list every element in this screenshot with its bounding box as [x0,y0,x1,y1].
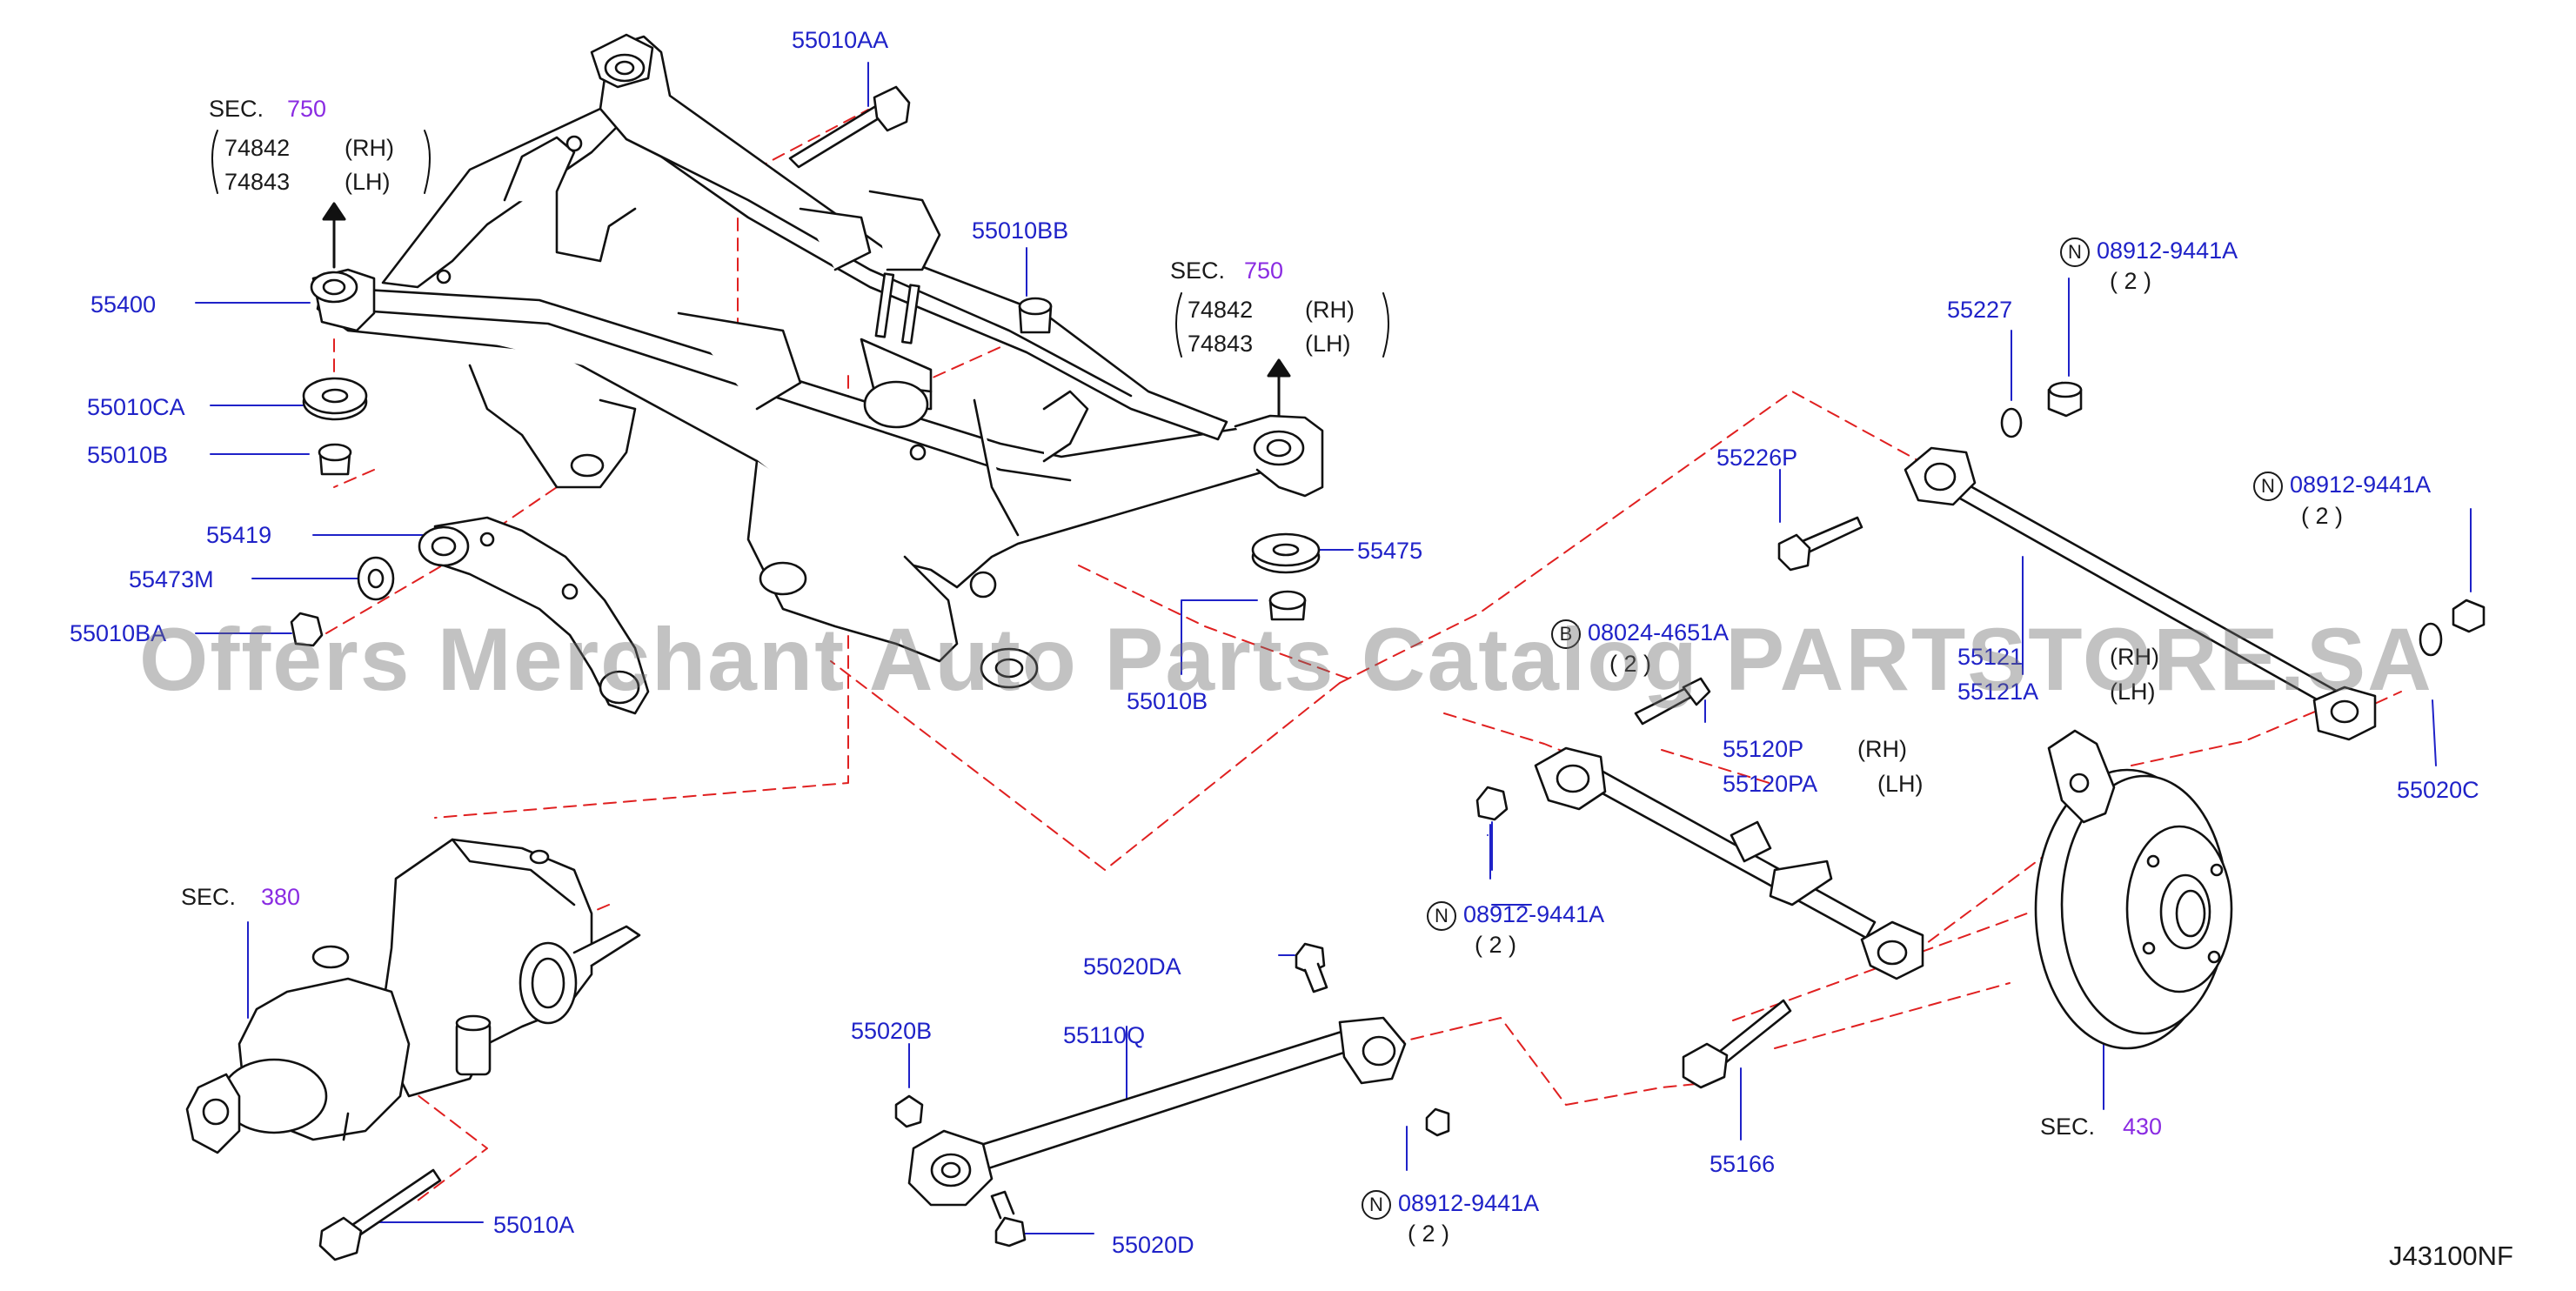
nut-label-3: N 08912-9441A [1427,901,1604,931]
section-750-right-part-rh: 74842 [1188,297,1254,323]
nut-qty-4: ( 2 ) [1408,1221,1450,1247]
part-55120PA[interactable]: 55120PA [1723,771,1818,797]
part-55010B-right[interactable]: 55010B [1127,688,1208,714]
section-750-left-part-rh: 74842 [224,135,291,161]
part-55010B[interactable]: 55010B [87,442,169,468]
section-750-left-part-lh: 74843 [224,169,291,195]
right-washers [1020,298,1319,619]
part-55010BA[interactable]: 55010BA [70,620,167,646]
part-55120P-side: (RH) [1857,736,1907,762]
part-55227[interactable]: 55227 [1947,297,2013,323]
part-55473M[interactable]: 55473M [129,566,214,592]
part-55010BB[interactable]: 55010BB [972,217,1069,244]
bolt-label-b: B 08024-4651A [1551,619,1729,649]
section-380-prefix: SEC. [181,884,237,910]
left-washers [291,378,393,646]
bracket-55419 [419,518,648,713]
watermark: Offers Merchant Auto Parts Catalog PARTS… [139,610,2433,709]
section-750-left-prefix: SEC. [209,96,264,122]
part-55020C[interactable]: 55020C [2397,777,2479,803]
part-55020DA[interactable]: 55020DA [1083,953,1181,980]
part-55010A[interactable]: 55010A [493,1212,575,1238]
subframe-studs [876,274,920,344]
bolt-55226P [1779,518,1862,570]
part-55010CA[interactable]: 55010CA [87,394,185,420]
small-bolts-55020 [896,944,1449,1246]
circle-n-icon: N [2253,472,2283,501]
part-55475[interactable]: 55475 [1357,538,1423,564]
nut-qty-3: ( 2 ) [1475,932,1517,958]
part-08912-9441A-3[interactable]: 08912-9441A [1463,901,1605,928]
link-55121 [1905,448,2375,739]
nut-qty-1: ( 2 ) [2110,268,2152,294]
part-55166[interactable]: 55166 [1710,1151,1776,1177]
nuts-mid [1477,679,1710,819]
bolt-qty-b: ( 2 ) [1609,651,1652,677]
section-430-link[interactable]: 430 [2123,1114,2163,1140]
part-55121[interactable]: 55121 [1957,644,2024,670]
part-08024-4651A[interactable]: 08024-4651A [1588,619,1730,646]
part-55020D[interactable]: 55020D [1112,1232,1194,1258]
part-55121-side: (RH) [2110,644,2159,670]
link-55120P [1536,748,1923,979]
part-55121A[interactable]: 55121A [1957,679,2039,705]
washers-right [2002,383,2484,655]
part-08912-9441A-1[interactable]: 08912-9441A [2097,237,2238,264]
section-430-prefix: SEC. [2040,1114,2096,1140]
nut-label-4: N 08912-9441A [1362,1190,1539,1220]
circle-b-icon: B [1551,619,1581,649]
part-55419[interactable]: 55419 [206,522,272,548]
nut-qty-2: ( 2 ) [2301,503,2344,529]
nut-label-2: N 08912-9441A [2253,472,2431,501]
illustration-code: J43100NF [2388,1241,2513,1271]
section-750-left-link[interactable]: 750 [287,96,327,122]
subframe-bushings [311,55,1303,687]
section-750-right-side-rh: (RH) [1305,297,1355,323]
brackets [212,130,1388,357]
part-55120PA-side: (LH) [1877,771,1924,797]
part-08912-9441A-2[interactable]: 08912-9441A [2290,472,2432,498]
section-750-left-side-lh: (LH) [345,169,391,195]
differential [187,839,639,1153]
section-750-right-side-lh: (LH) [1305,331,1351,357]
nut-label-1: N 08912-9441A [2060,237,2238,267]
section-750-left-side-rh: (RH) [345,135,394,161]
circle-n-icon: N [2060,237,2090,267]
link-55110Q [909,1018,1405,1205]
circle-n-icon: N [1362,1190,1391,1220]
brake-rotor [2036,731,2231,1048]
section-750-right-prefix: SEC. [1170,258,1226,284]
bolt-55166 [1683,1000,1790,1087]
section-750-right-part-lh: 74843 [1188,331,1254,357]
section-750-right-link[interactable]: 750 [1244,258,1284,284]
section-380-link[interactable]: 380 [261,884,301,910]
part-08912-9441A-4[interactable]: 08912-9441A [1398,1190,1540,1217]
part-55400[interactable]: 55400 [90,291,157,318]
part-55010AA[interactable]: 55010AA [792,27,889,53]
rear-subframe [313,35,1322,661]
bolt-55010A [320,1170,440,1260]
part-55110Q[interactable]: 55110Q [1063,1022,1146,1048]
part-55226P[interactable]: 55226P [1716,445,1798,471]
bolt-55010AA [790,87,909,167]
part-55120P[interactable]: 55120P [1723,736,1804,762]
part-55121A-side: (LH) [2110,679,2156,705]
section-arrows [322,202,1291,416]
part-55020B[interactable]: 55020B [851,1018,933,1044]
circle-n-icon: N [1427,901,1456,931]
